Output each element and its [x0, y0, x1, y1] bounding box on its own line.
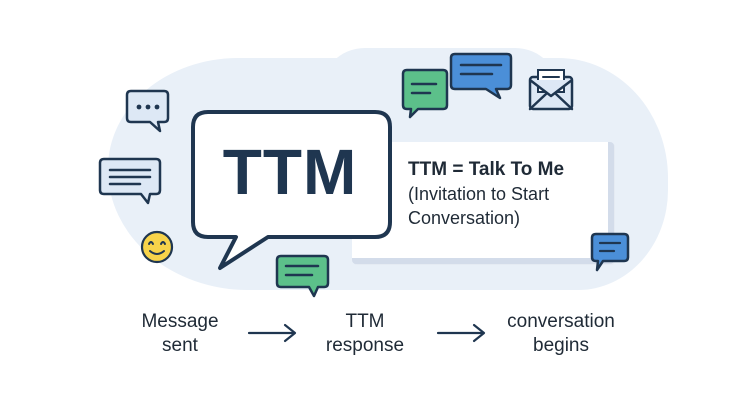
flow-step-ttm-response: TTM response [305, 310, 425, 358]
typing-bubble-icon [125, 89, 170, 133]
definition-line-1: (Invitation to Start [408, 184, 550, 204]
definition-title: TTM = Talk To Me [408, 159, 565, 180]
small-blue-chat-icon [590, 232, 630, 272]
text-bubble-icon [98, 157, 162, 205]
envelope-icon [528, 69, 574, 111]
flow-step-line-1: TTM [345, 311, 385, 332]
ttm-heading: TTM [222, 136, 358, 208]
arrow-right-icon [247, 323, 297, 343]
blue-chat-icon [449, 52, 513, 100]
definition-card [352, 142, 614, 264]
flow-step-line-1: conversation [507, 311, 615, 332]
flow-step-line-2: begins [533, 335, 589, 356]
flow-step-line-2: response [325, 335, 405, 356]
flow-step-line-1: Message [141, 311, 219, 332]
smiley-icon [140, 230, 174, 264]
definition-text: TTM = Talk To Me (Invitation to Start Co… [408, 158, 608, 230]
green-chat-icon [401, 68, 449, 119]
flow-step-conversation-begins: conversation begins [486, 310, 636, 358]
main-speech-bubble [191, 110, 392, 270]
green-chat-small-icon [275, 254, 330, 298]
arrow-right-icon [436, 323, 486, 343]
flow-step-message-sent: Message sent [120, 310, 240, 358]
flow-step-line-2: sent [162, 335, 198, 356]
definition-line-2: Conversation) [408, 208, 521, 228]
